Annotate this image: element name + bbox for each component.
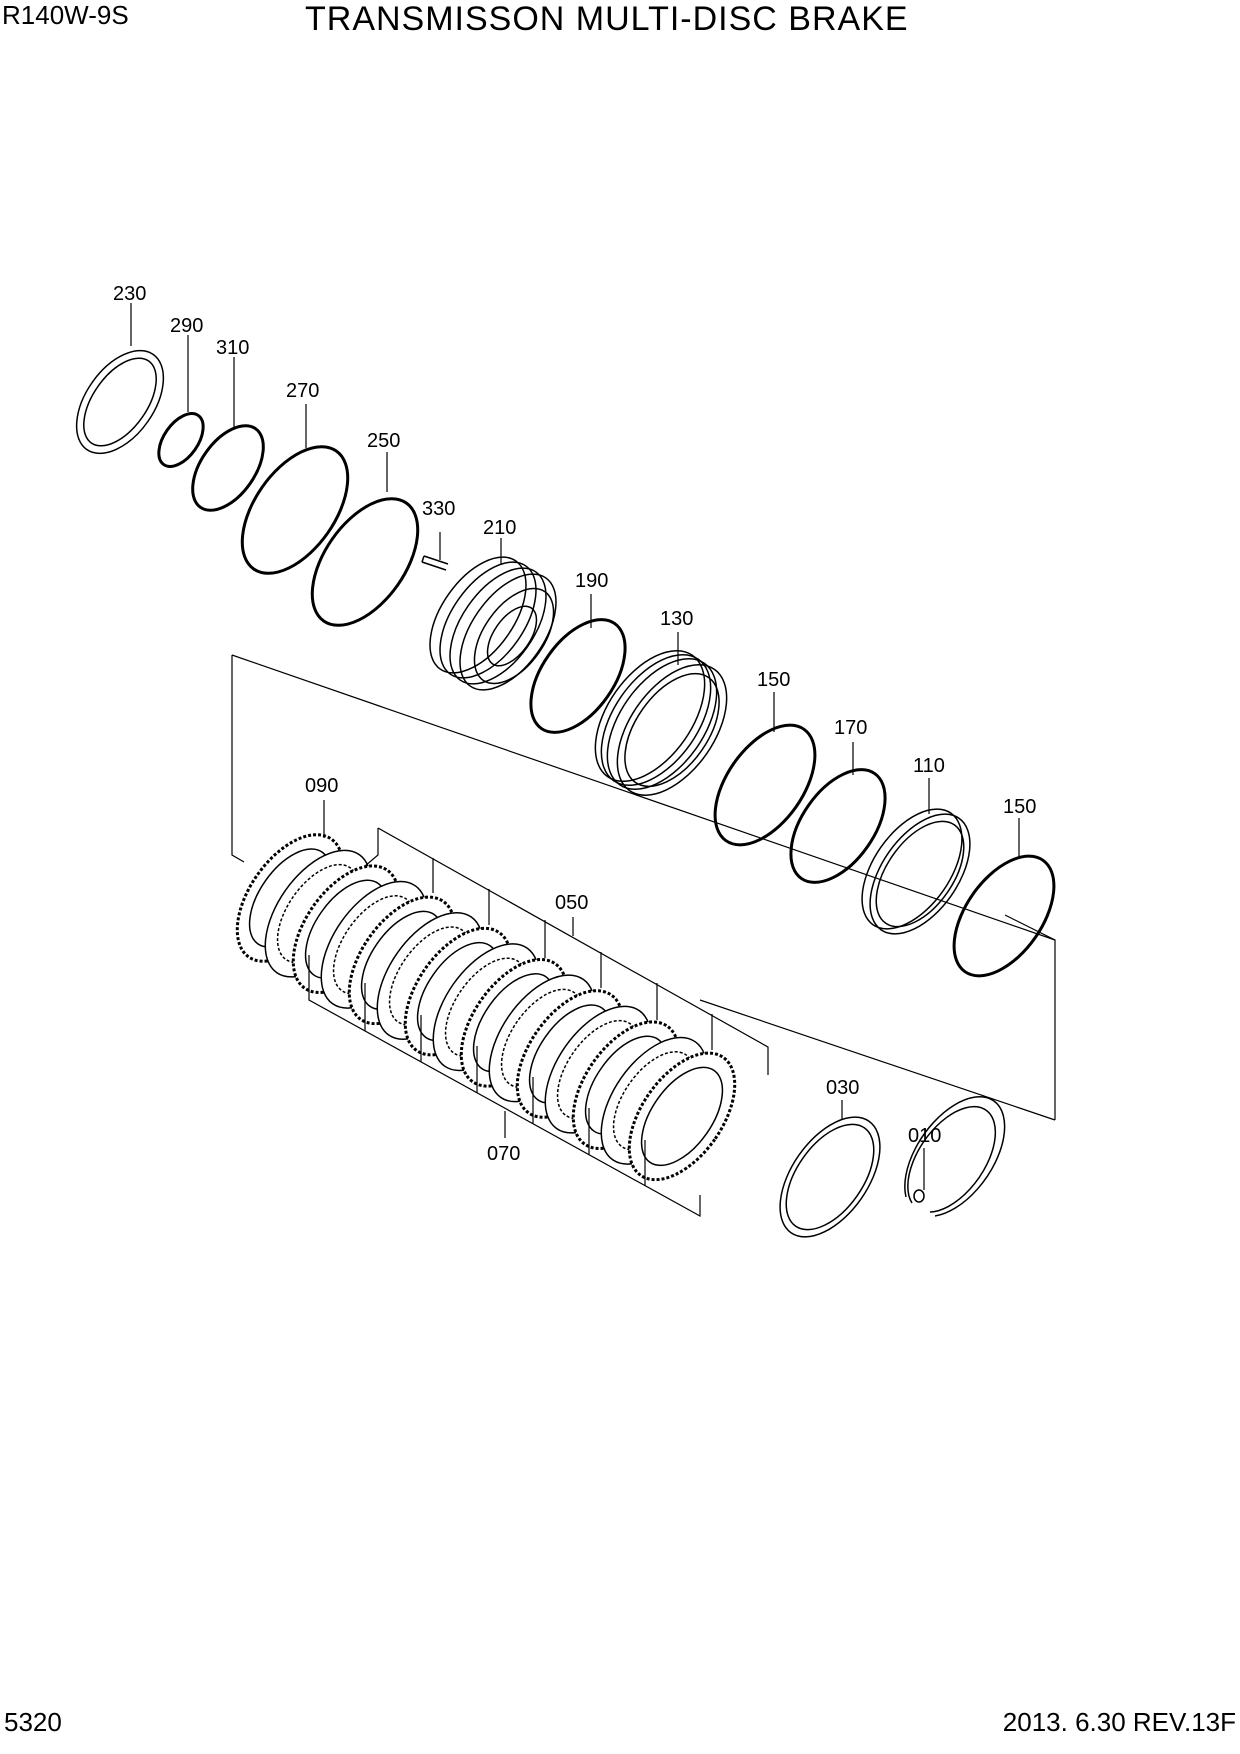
callout-070: 070 xyxy=(487,1143,520,1165)
callout-150-a: 150 xyxy=(757,669,790,691)
callout-330: 330 xyxy=(422,498,455,520)
part-190-o-ring[interactable] xyxy=(512,603,644,749)
part-330-pin[interactable] xyxy=(421,555,449,571)
revision-date: 2013. 6.30 REV.13F xyxy=(1002,1707,1236,1737)
disc-pack[interactable] xyxy=(216,816,756,1198)
page-title: TRANSMISSON MULTI-DISC BRAKE xyxy=(305,0,909,38)
callout-090: 090 xyxy=(305,775,338,797)
callout-290: 290 xyxy=(170,315,203,337)
group-bracket-left xyxy=(231,655,245,863)
callout-230: 230 xyxy=(113,283,146,305)
part-150-o-ring-b[interactable] xyxy=(934,839,1074,994)
part-170-o-ring[interactable] xyxy=(772,753,904,899)
callout-110: 110 xyxy=(913,755,945,777)
callout-010: 010 xyxy=(908,1125,941,1147)
friction-disc xyxy=(627,1051,737,1182)
group-bracket-bottom xyxy=(699,999,1056,1121)
disc-inner-edge xyxy=(640,1066,724,1167)
leader-050-ladder xyxy=(364,827,769,1075)
callout-250: 250 xyxy=(367,430,400,452)
part-250-o-ring[interactable] xyxy=(291,480,439,644)
leader-070-ladder xyxy=(308,955,701,1218)
callout-210: 210 xyxy=(483,517,516,539)
page-number: 5320 xyxy=(4,1707,62,1737)
group-bracket-right xyxy=(1004,914,1056,1120)
callout-030: 030 xyxy=(826,1077,859,1099)
part-110-ring[interactable] xyxy=(842,792,990,952)
callout-270: 270 xyxy=(286,380,319,402)
part-310-o-ring[interactable] xyxy=(178,413,277,523)
part-230-washer[interactable] xyxy=(59,335,181,469)
callout-130: 130 xyxy=(660,608,693,630)
callout-310: 310 xyxy=(216,337,249,359)
callout-150-b: 150 xyxy=(1003,796,1036,818)
part-130-ring[interactable] xyxy=(573,631,749,814)
part-270-o-ring[interactable] xyxy=(221,428,369,592)
callout-190: 190 xyxy=(575,570,608,592)
callout-050: 050 xyxy=(555,892,588,914)
part-150-o-ring-a[interactable] xyxy=(695,708,835,863)
part-030-snap-ring[interactable] xyxy=(760,1100,900,1255)
callout-170: 170 xyxy=(834,717,867,739)
part-010-circlip[interactable] xyxy=(904,1096,1006,1217)
part-290-o-ring[interactable] xyxy=(150,406,212,475)
model-code: R140W-9S xyxy=(2,0,129,30)
part-210-piston[interactable] xyxy=(411,540,576,706)
group-bracket-top xyxy=(231,654,1056,941)
